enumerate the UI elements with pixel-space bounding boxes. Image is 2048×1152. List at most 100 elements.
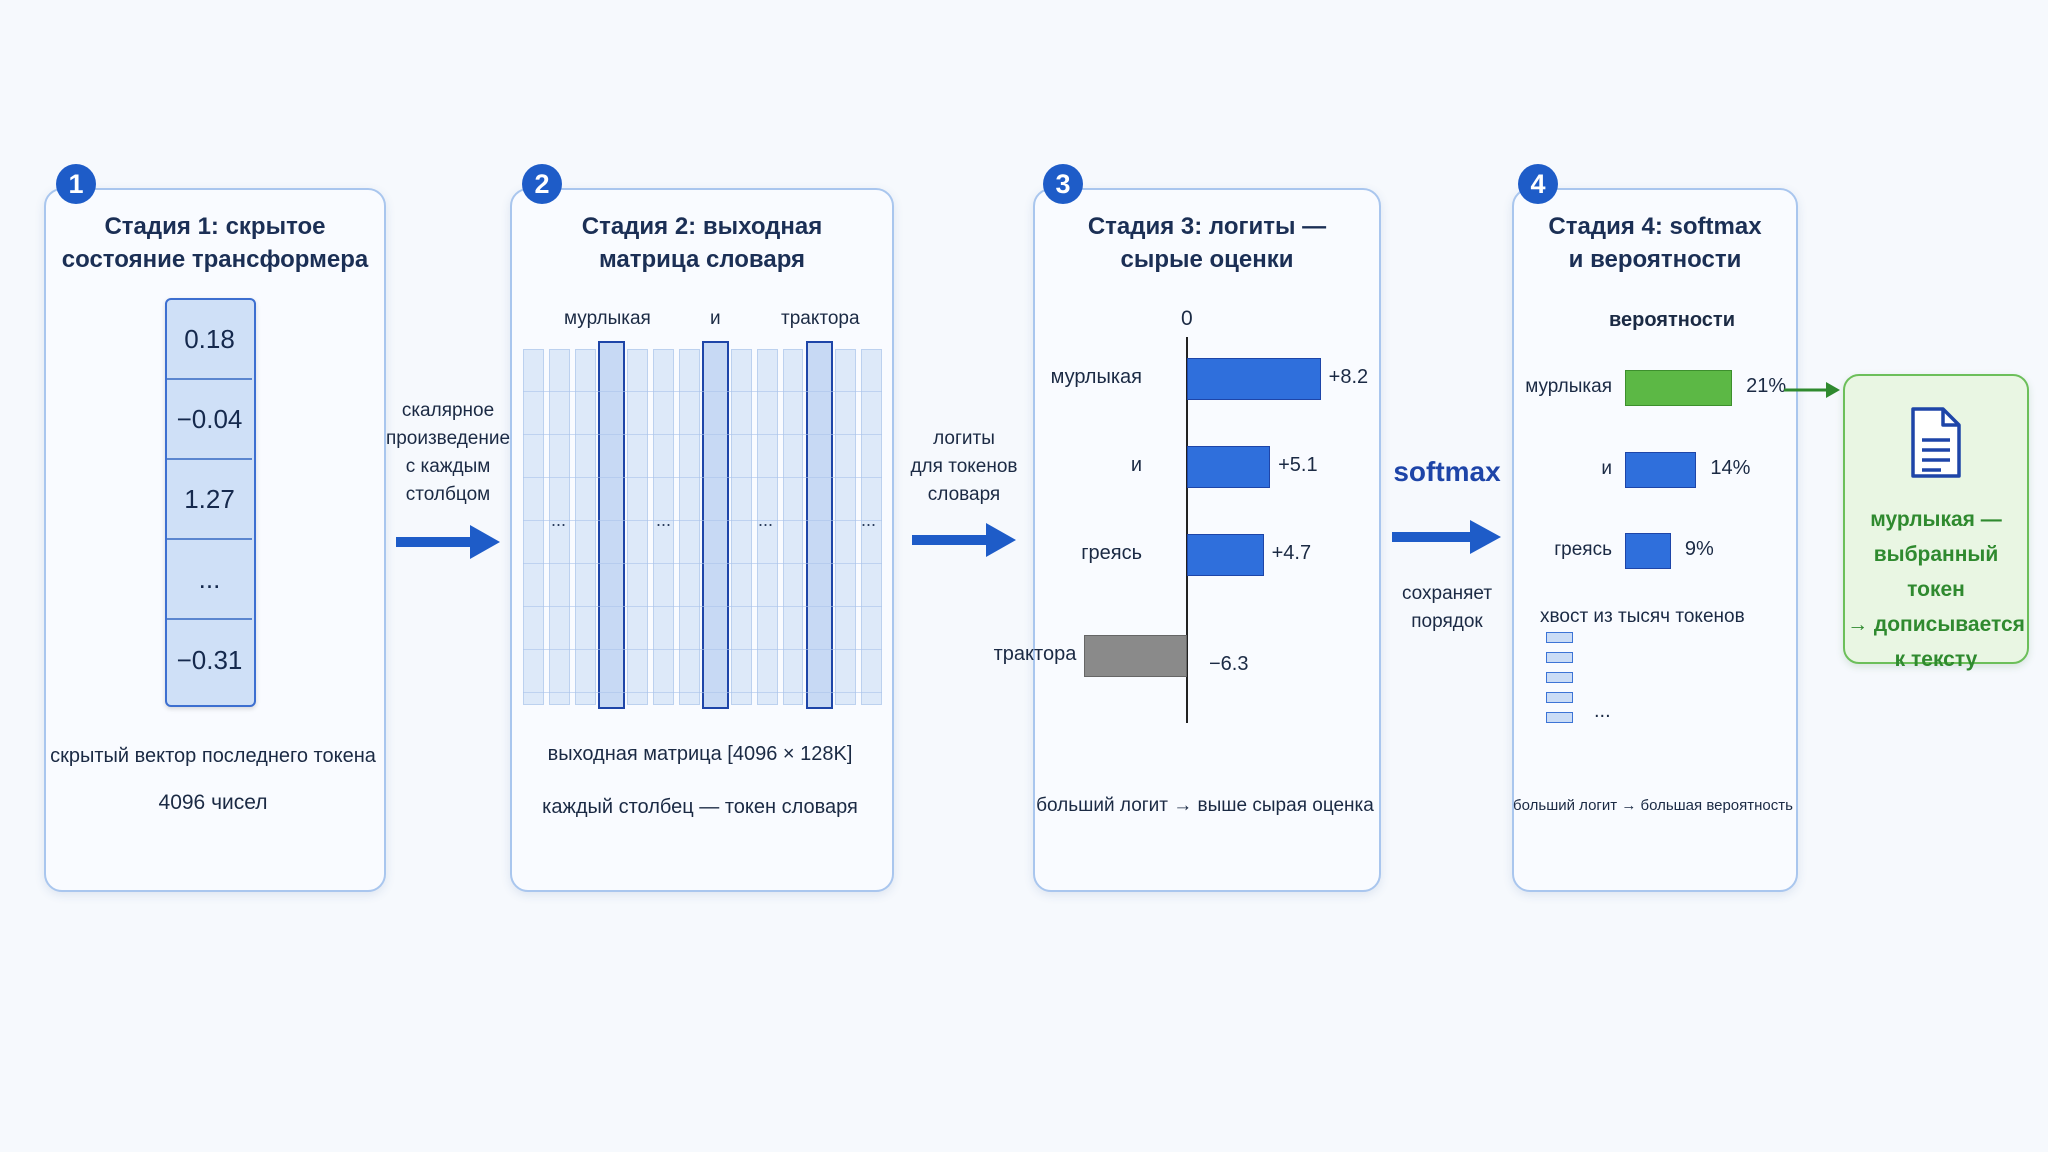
logit-value-label: +5.1	[1278, 454, 1318, 476]
tail-label: хвост из тысяч токенов	[1540, 606, 1745, 627]
stage4-badge: 4	[1518, 164, 1558, 204]
probability-category-label: мурлыкая	[1525, 376, 1612, 397]
output-text: мурлыкая — выбранный токен → дописываетс…	[1845, 502, 2027, 677]
matrix-ellipsis: ...	[551, 510, 567, 530]
probability-value-label: 21%	[1746, 375, 1787, 397]
arrow1-line: с каждым	[405, 456, 491, 477]
output-card: мурлыкая — выбранный токен → дописываетс…	[1843, 374, 2029, 671]
logit-bar	[1187, 534, 1264, 576]
stage3-title-line1: Стадия 3: логиты —	[1087, 213, 1327, 240]
vector-cell: 0.18	[167, 300, 252, 380]
stage3-title: Стадия 3: логиты — сырые оценки	[1035, 210, 1379, 276]
matrix-column	[731, 349, 752, 705]
arrow1-line: столбцом	[405, 484, 491, 505]
stage3-title-line2: сырые оценки	[1120, 246, 1294, 273]
stage1-title-line2: состояние трансформера	[61, 246, 369, 273]
stage4-title: Стадия 4: softmax и вероятности	[1514, 210, 1796, 276]
probability-category-label: и	[1601, 458, 1612, 479]
arrow2-line: словаря	[927, 484, 1001, 505]
tail-token-bar	[1546, 652, 1573, 663]
stage4-panel: Стадия 4: softmax и вероятности	[1512, 188, 1798, 892]
logit-value-label: +4.7	[1271, 542, 1312, 564]
softmax-subline: порядок	[1411, 611, 1483, 632]
arrow1-line: произведение	[385, 428, 511, 449]
matrix-column	[575, 349, 596, 705]
document-icon	[1911, 407, 1961, 478]
stage2-caption2: каждый столбец — токен словаря	[542, 796, 858, 818]
logit-category-label: греясь	[1081, 542, 1142, 564]
probability-value-label: 14%	[1710, 457, 1751, 479]
arrow2-line: логиты	[933, 428, 995, 449]
stage1-caption2: 4096 чисел	[158, 791, 268, 814]
tail-token-bar	[1546, 712, 1573, 723]
logit-axis-zero: 0	[1181, 307, 1193, 330]
tail-ellipsis: ...	[1594, 700, 1611, 722]
logit-category-label: и	[1130, 454, 1142, 476]
probability-bar	[1625, 370, 1733, 406]
output-line: к тексту	[1894, 648, 1978, 671]
column-label-murlykaya: мурлыкая	[564, 308, 651, 329]
matrix-column-highlighted	[702, 341, 729, 709]
vector-cell: −0.04	[167, 380, 252, 460]
prob-header: вероятности	[1608, 309, 1736, 331]
stage3-badge: 3	[1043, 164, 1083, 204]
tail-token-bar	[1546, 632, 1573, 643]
stage2-title: Стадия 2: выходная матрица словаря	[512, 210, 892, 276]
stage2-title-line2: матрица словаря	[598, 246, 806, 273]
column-label-traktora: трактора	[781, 308, 860, 329]
arrow2-label: логиты для токенов словаря	[894, 425, 1034, 509]
matrix-ellipsis: ...	[656, 510, 672, 530]
probability-value-label: 9%	[1684, 538, 1714, 560]
logit-bar	[1187, 446, 1271, 488]
output-arrow-icon	[1784, 382, 1840, 398]
vector-cell: 1.27	[167, 460, 252, 540]
stage4-title-line1: Стадия 4: softmax	[1548, 213, 1762, 240]
vector-cell: −0.31	[176, 645, 243, 675]
stage1-badge: 1	[56, 164, 96, 204]
stage2-caption1: выходная матрица [4096 × 128K]	[547, 743, 853, 765]
output-line: мурлыкая —	[1870, 508, 2002, 531]
stage2-title-line1: Стадия 2: выходная	[581, 213, 823, 240]
softmax-label: softmax	[1393, 456, 1501, 487]
probability-category-label: греясь	[1554, 539, 1612, 560]
logit-value-label: −6.3	[1209, 653, 1249, 675]
output-line: выбранный токен	[1873, 543, 1999, 601]
arrow3-icon	[1392, 520, 1501, 554]
hidden-vector: 0.18 −0.04 1.27 ... −0.31	[165, 298, 256, 707]
tail-token-bar	[1546, 692, 1573, 703]
arrow2-icon	[912, 523, 1016, 557]
matrix-column	[783, 349, 803, 705]
vector-cell: ...	[167, 540, 252, 620]
softmax-sublabel: сохраняет порядок	[1374, 580, 1520, 636]
logit-bar	[1084, 635, 1187, 677]
stage3-caption: больший логит → выше сырая оценка	[1036, 795, 1374, 816]
matrix-column-highlighted	[806, 341, 833, 709]
matrix-column-highlighted	[598, 341, 625, 709]
logit-bar	[1187, 358, 1321, 400]
stage2-badge: 2	[522, 164, 562, 204]
matrix-ellipsis: ...	[758, 510, 774, 530]
matrix-ellipsis: ...	[861, 510, 877, 530]
matrix-column	[523, 349, 544, 705]
output-line: → дописывается	[1847, 613, 2025, 636]
stage4-caption: больший логит → большая вероятность	[1513, 797, 1793, 814]
logit-axis	[1186, 337, 1188, 723]
logit-category-label: трактора	[993, 643, 1077, 665]
stage4-title-line2: и вероятности	[1568, 246, 1742, 273]
logit-category-label: мурлыкая	[1050, 366, 1142, 388]
arrow1-line: скалярное	[401, 400, 495, 421]
tail-token-bar	[1546, 672, 1573, 683]
stage1-title-line1: Стадия 1: скрытое	[104, 213, 326, 240]
softmax-subline: сохраняет	[1401, 583, 1493, 604]
probability-bar	[1625, 533, 1671, 569]
matrix-column	[835, 349, 856, 705]
matrix-column	[627, 349, 648, 705]
column-label-i: и	[710, 308, 721, 329]
arrow1-icon	[396, 525, 500, 559]
arrow2-line: для токенов	[910, 456, 1018, 477]
stage1-title: Стадия 1: скрытое состояние трансформера	[46, 210, 384, 276]
matrix-column	[679, 349, 700, 705]
arrow1-label: скалярное произведение с каждым столбцом	[378, 397, 518, 509]
stage1-caption1: скрытый вектор последнего токена	[50, 745, 376, 767]
probability-bar	[1625, 452, 1697, 488]
